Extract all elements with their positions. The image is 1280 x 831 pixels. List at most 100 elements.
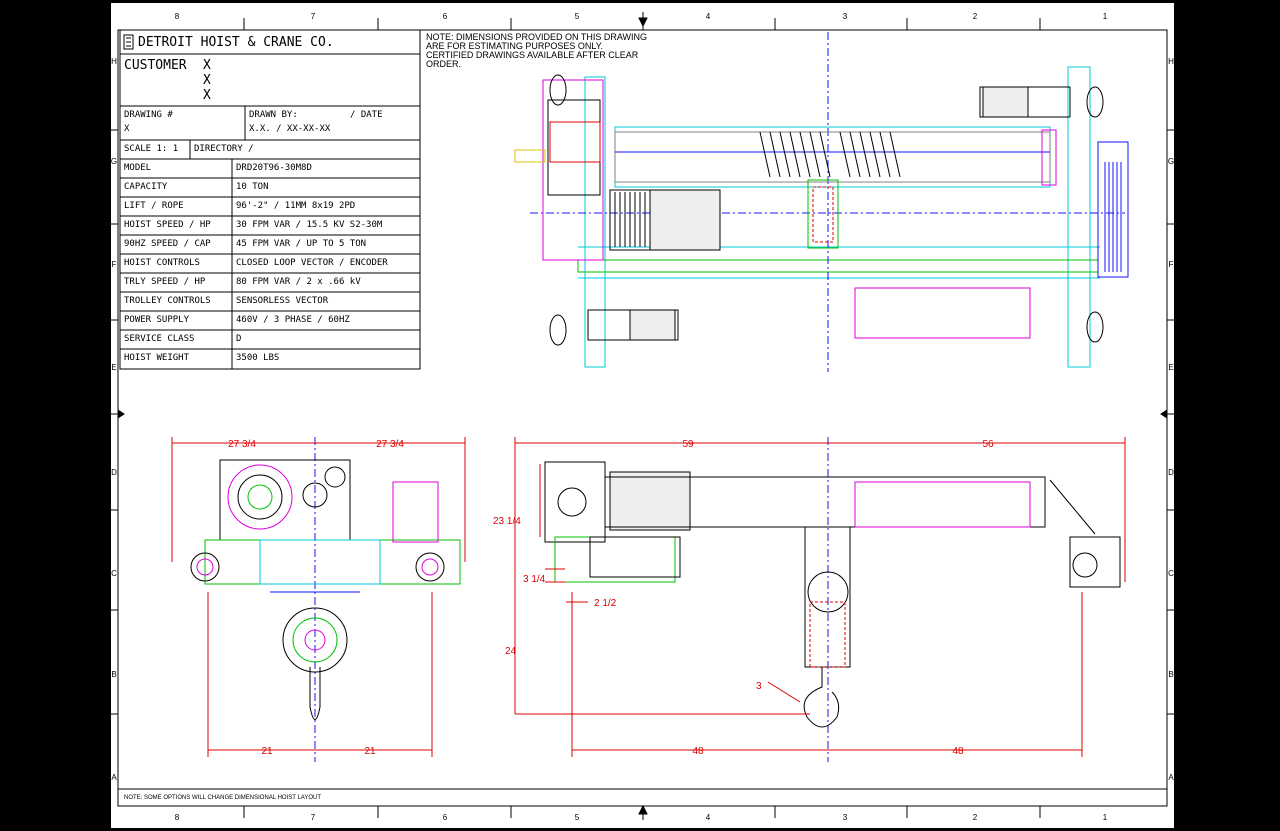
dim-label-end-half-left: 27 3/4 [228,439,256,450]
spec-value: 96'-2" / 11MM 8x19 2PD [236,201,356,211]
title-block-frame [119,29,421,370]
dim-label-side-top-left: 59 [682,439,694,450]
end-view: 27 3/4 27 3/4 21 21 [171,437,466,762]
grid-col-label: 5 [575,12,580,21]
customer-line: X [203,88,211,103]
spec-label: TRLY SPEED / HP [124,277,206,287]
spec-label: POWER SUPPLY [124,315,190,325]
grid-col-label: 4 [706,813,711,822]
grid-col-label: 2 [973,12,978,21]
grid-row-label: B [1168,670,1173,679]
dim-label-side-top-right: 56 [982,439,994,450]
grid-row-label: D [111,468,117,477]
note-bottom: NOTE: SOME OPTIONS WILL CHANGE DIMENSION… [124,795,322,801]
spec-label: SERVICE CLASS [124,334,195,344]
spec-label: MODEL [124,163,152,173]
spec-value: 45 FPM VAR / UP TO 5 TON [236,239,367,249]
company-name: DETROIT HOIST & CRANE CO. [138,35,334,50]
side-view: 59 56 23 1/4 3 1/4 2 1/2 24 3 48 48 [493,437,1126,762]
grid-row-label: H [111,57,117,66]
end-view-dimensions [171,437,466,757]
grid-row-label: B [111,670,116,679]
grid-col-label: 7 [311,12,316,21]
grid-col-label: 1 [1103,813,1108,822]
spec-value: SENSORLESS VECTOR [236,296,329,306]
dim-label-end-half-right: 27 3/4 [376,439,404,450]
grid-row-label: E [111,363,116,372]
dim-label-side-small-v: 3 1/4 [523,574,546,585]
hoist-drawing: 8 7 6 5 4 3 2 1 8 7 6 5 4 3 2 1 H G F E … [110,2,1175,829]
scale-label: SCALE 1: 1 [124,144,179,154]
dim-label-side-height: 23 1/4 [493,516,521,527]
grid-row-label: A [111,773,117,782]
top-view [514,32,1129,372]
grid-labels: 8 7 6 5 4 3 2 1 8 7 6 5 4 3 2 1 H G F E … [111,12,1174,822]
grid-col-label: 7 [311,813,316,822]
dim-label-side-drop: 24 [505,646,517,657]
dim-label-side-bottom-left: 48 [692,746,704,757]
spec-value: 80 FPM VAR / 2 x .66 kV [236,277,361,287]
motor-fins [614,192,646,247]
dim-label-side-small-h: 2 1/2 [594,598,617,609]
grid-col-label: 1 [1103,12,1108,21]
grid-col-label: 6 [443,12,448,21]
grid-col-label: 2 [973,813,978,822]
grid-row-label: H [1168,57,1174,66]
grid-col-label: 8 [175,12,180,21]
drawing-label: DRAWING # [124,110,173,120]
panel-fins [1104,162,1122,272]
grid-row-label: G [111,157,117,166]
drawing-sheet: 8 7 6 5 4 3 2 1 8 7 6 5 4 3 2 1 H G F E … [110,2,1175,829]
spec-label: HOIST WEIGHT [124,353,190,363]
drawing-value: X [124,124,130,134]
grid-col-label: 4 [706,12,711,21]
customer-line: X [203,73,211,88]
note-top-line: NOTE: DIMENSIONS PROVIDED ON THIS DRAWIN… [426,32,648,42]
note-top-line: ORDER. [426,59,462,69]
spec-value: 30 FPM VAR / 15.5 KV S2-30M [236,220,383,230]
note-top-line: CERTIFIED DRAWINGS AVAILABLE AFTER CLEAR [426,50,639,60]
grid-col-label: 8 [175,813,180,822]
drum-grooves [759,131,901,178]
customer-line: X [203,58,211,73]
center-arrow-top [638,12,648,28]
directory-label: DIRECTORY / [194,144,254,154]
dim-label-side-hook: 3 [756,681,762,692]
spec-value: DRD20T96-30M8D [236,163,312,173]
grid-row-label: F [112,260,117,269]
grid-ticks [110,18,1175,818]
dim-label-end-wheel-left: 21 [261,746,273,757]
note-top-line: ARE FOR ESTIMATING PURPOSES ONLY. [426,41,604,51]
spec-label: CAPACITY [124,182,168,192]
center-arrow-bottom [638,804,648,820]
spec-label: HOIST SPEED / HP [124,220,211,230]
grid-col-label: 3 [843,12,848,21]
grid-row-label: D [1168,468,1174,477]
inner-border [117,29,1168,807]
side-view-dimensions [514,437,1126,757]
dim-label-side-bottom-right: 48 [952,746,964,757]
grid-col-label: 6 [443,813,448,822]
grid-col-label: 3 [843,813,848,822]
grid-row-label: C [111,569,117,578]
spec-label: LIFT / ROPE [124,201,184,211]
drawn-by-value: X.X. / XX-XX-XX [249,124,331,134]
dim-label-end-wheel-right: 21 [364,746,376,757]
spec-value: CLOSED LOOP VECTOR / ENCODER [236,258,388,268]
spec-value: 3500 LBS [236,353,280,363]
grid-row-label: G [1168,157,1174,166]
spec-label: 90HZ SPEED / CAP [124,239,211,249]
spec-label: TROLLEY CONTROLS [124,296,211,306]
spec-value: D [236,334,242,344]
date-label: / DATE [350,110,383,120]
grid-col-label: 5 [575,813,580,822]
spec-value: 10 TON [236,182,269,192]
grid-row-label: E [1168,363,1173,372]
company-logo-icon [123,34,134,50]
grid-row-label: A [1168,773,1174,782]
customer-label: CUSTOMER [124,58,187,73]
spec-label: HOIST CONTROLS [124,258,200,268]
center-arrow-left [110,409,125,419]
drawn-by-label: DRAWN BY: [249,110,298,120]
grid-row-label: F [1169,260,1174,269]
